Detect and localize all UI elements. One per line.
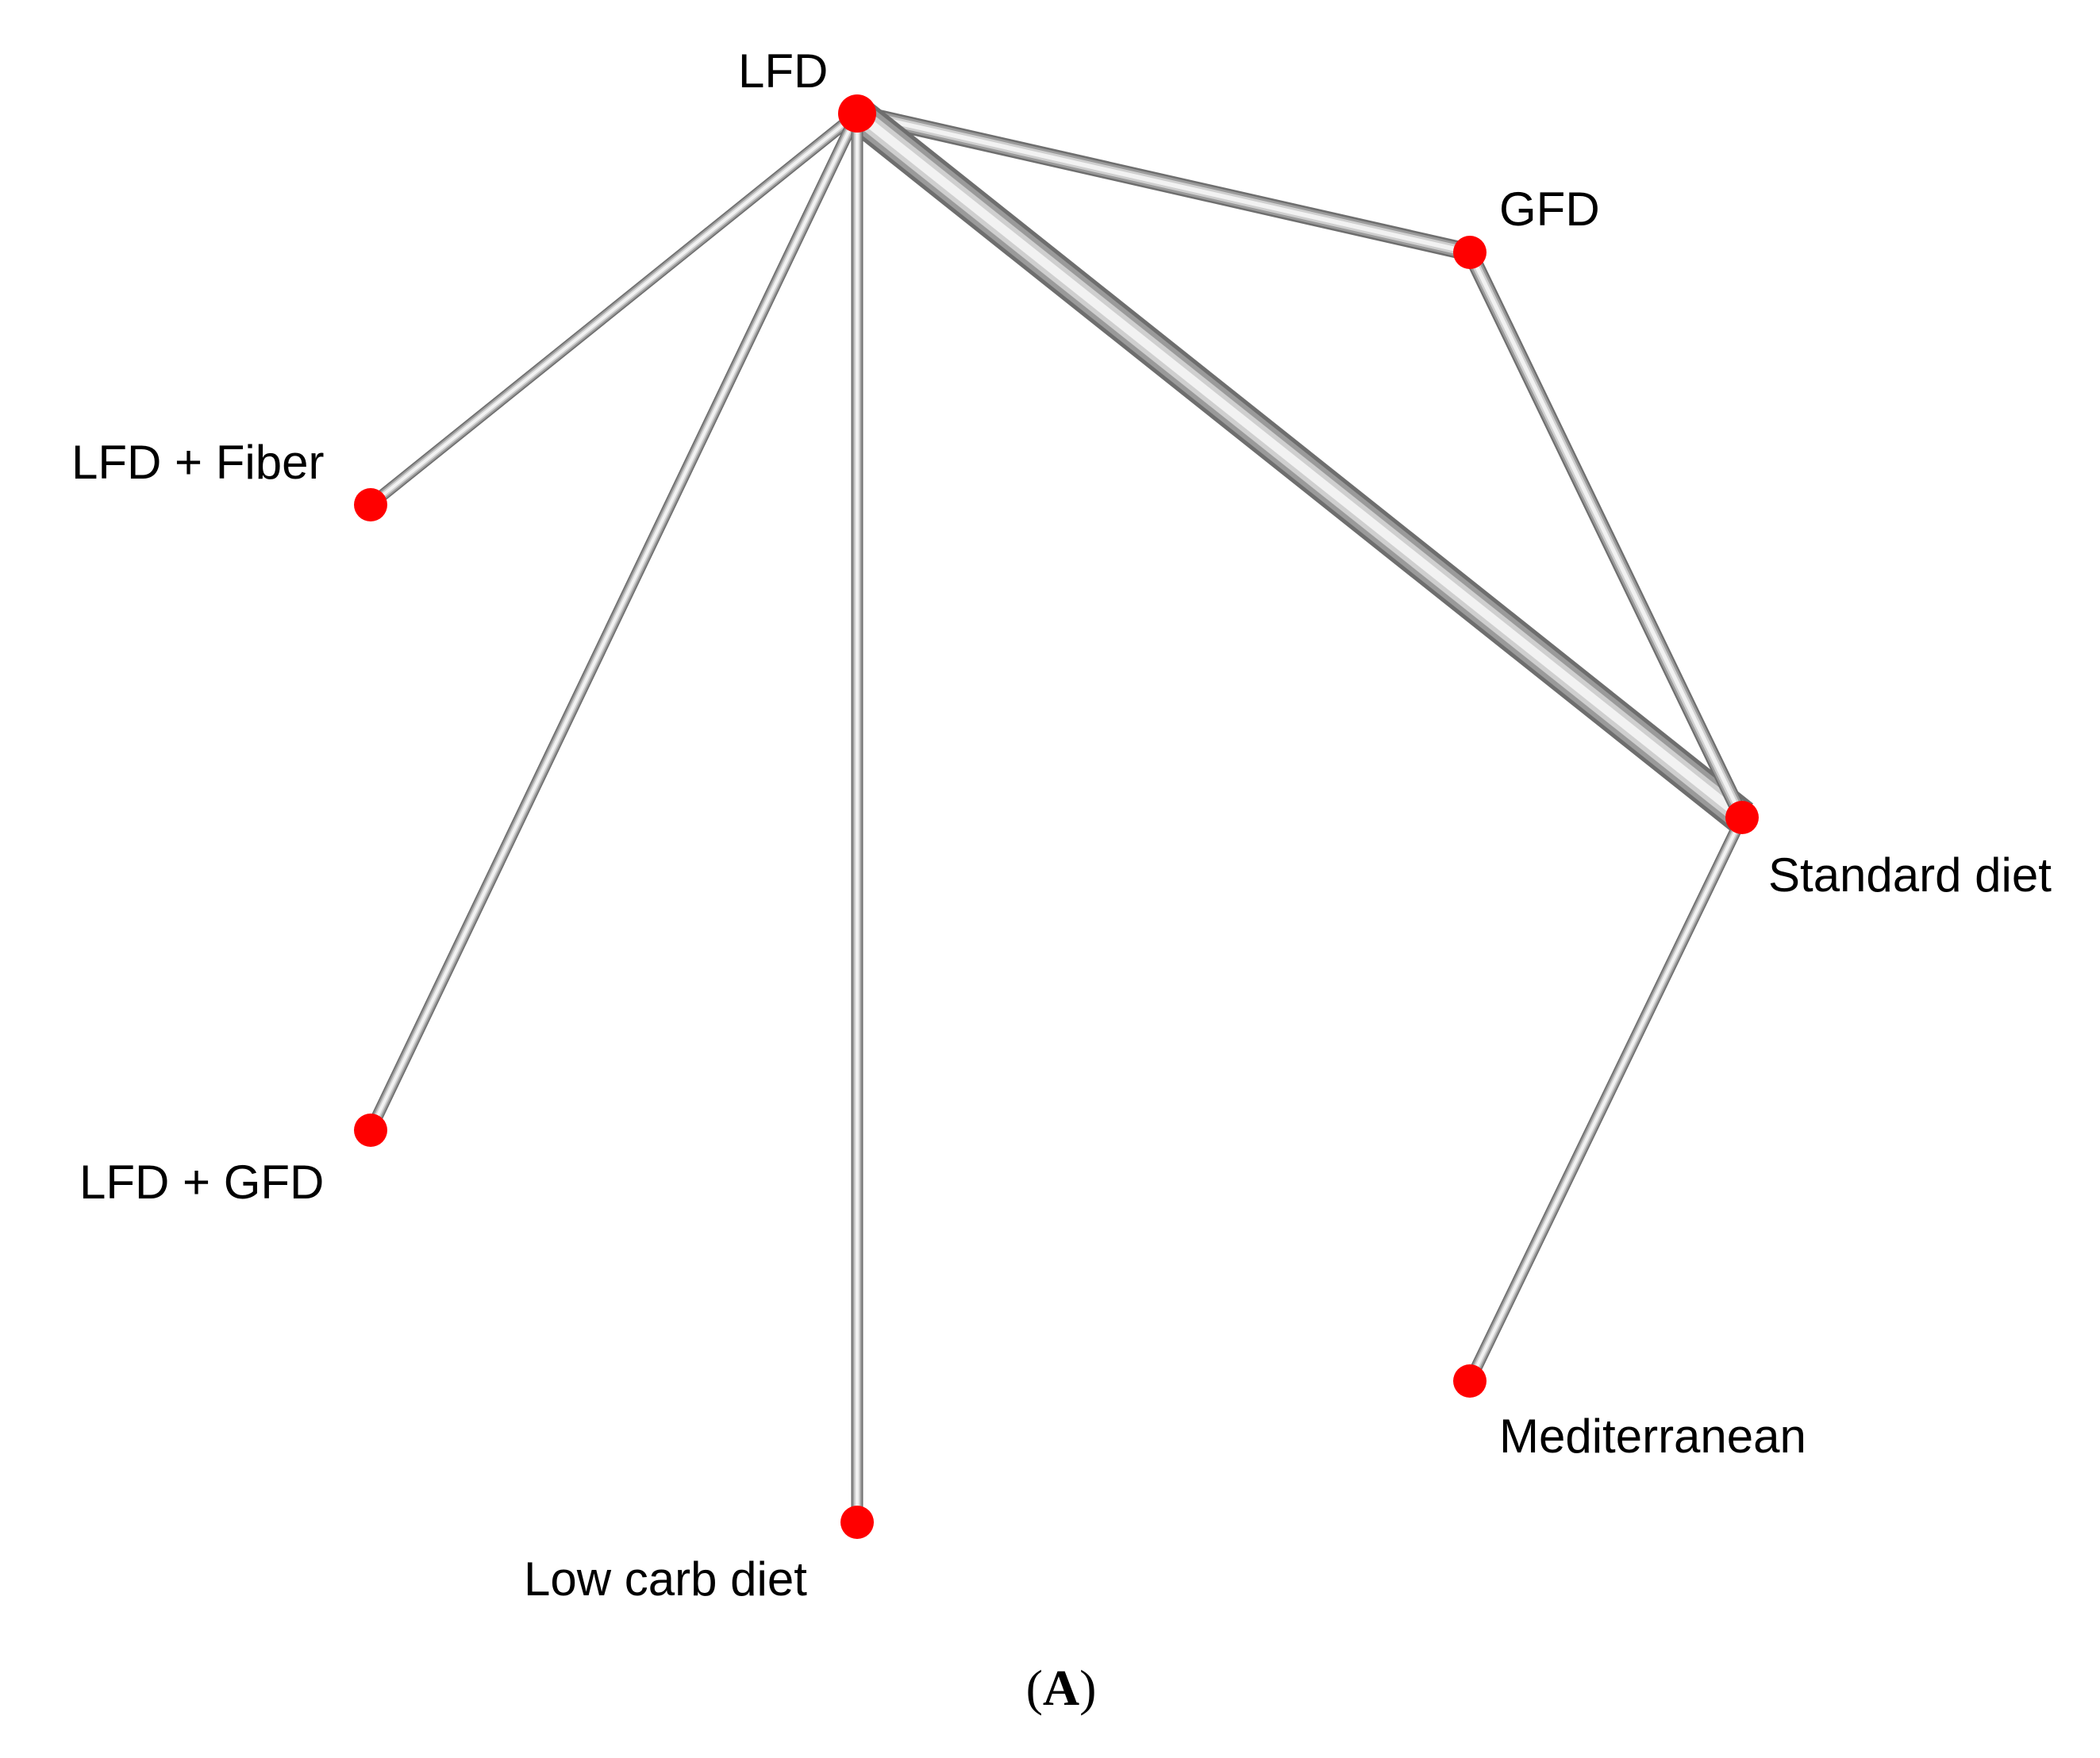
node-label-lfd-fiber: LFD + Fiber (71, 436, 324, 489)
edges-layer (365, 99, 1754, 1522)
edge-lfd-standard (845, 99, 1754, 832)
panel-label-open: ( (1026, 1660, 1043, 1716)
node-label-lfd-gfd: LFD + GFD (79, 1156, 324, 1209)
labels-layer: LFD GFD Standard diet Mediterranean Low … (71, 44, 2052, 1606)
edge-lfd-lfd_gfd (365, 110, 863, 1133)
node-label-gfd: GFD (1499, 183, 1600, 236)
panel-label-letter: A (1043, 1660, 1079, 1716)
node-lfd-gfd (354, 1114, 387, 1147)
node-lowcarb (840, 1506, 874, 1539)
node-label-low-carb-diet: Low carb diet (524, 1552, 807, 1606)
edge-standard-mediterranean (1464, 814, 1748, 1384)
nodes-layer (354, 94, 1759, 1539)
node-label-standard-diet: Standard diet (1768, 848, 2052, 902)
node-gfd (1453, 236, 1487, 269)
node-lfd (838, 94, 876, 133)
edge-lfd-lfd_fiber (367, 109, 861, 510)
node-label-mediterranean: Mediterranean (1499, 1410, 1806, 1463)
node-standard (1725, 801, 1759, 834)
panel-label: (A) (1026, 1660, 1097, 1716)
edge-lfd-gfd (855, 105, 1472, 261)
node-lfd-fiber (354, 488, 387, 521)
node-mediterranean (1453, 1364, 1487, 1398)
edge-gfd-standard (1463, 248, 1749, 821)
panel-label-close: ) (1079, 1660, 1096, 1716)
node-label-lfd: LFD (738, 44, 828, 98)
